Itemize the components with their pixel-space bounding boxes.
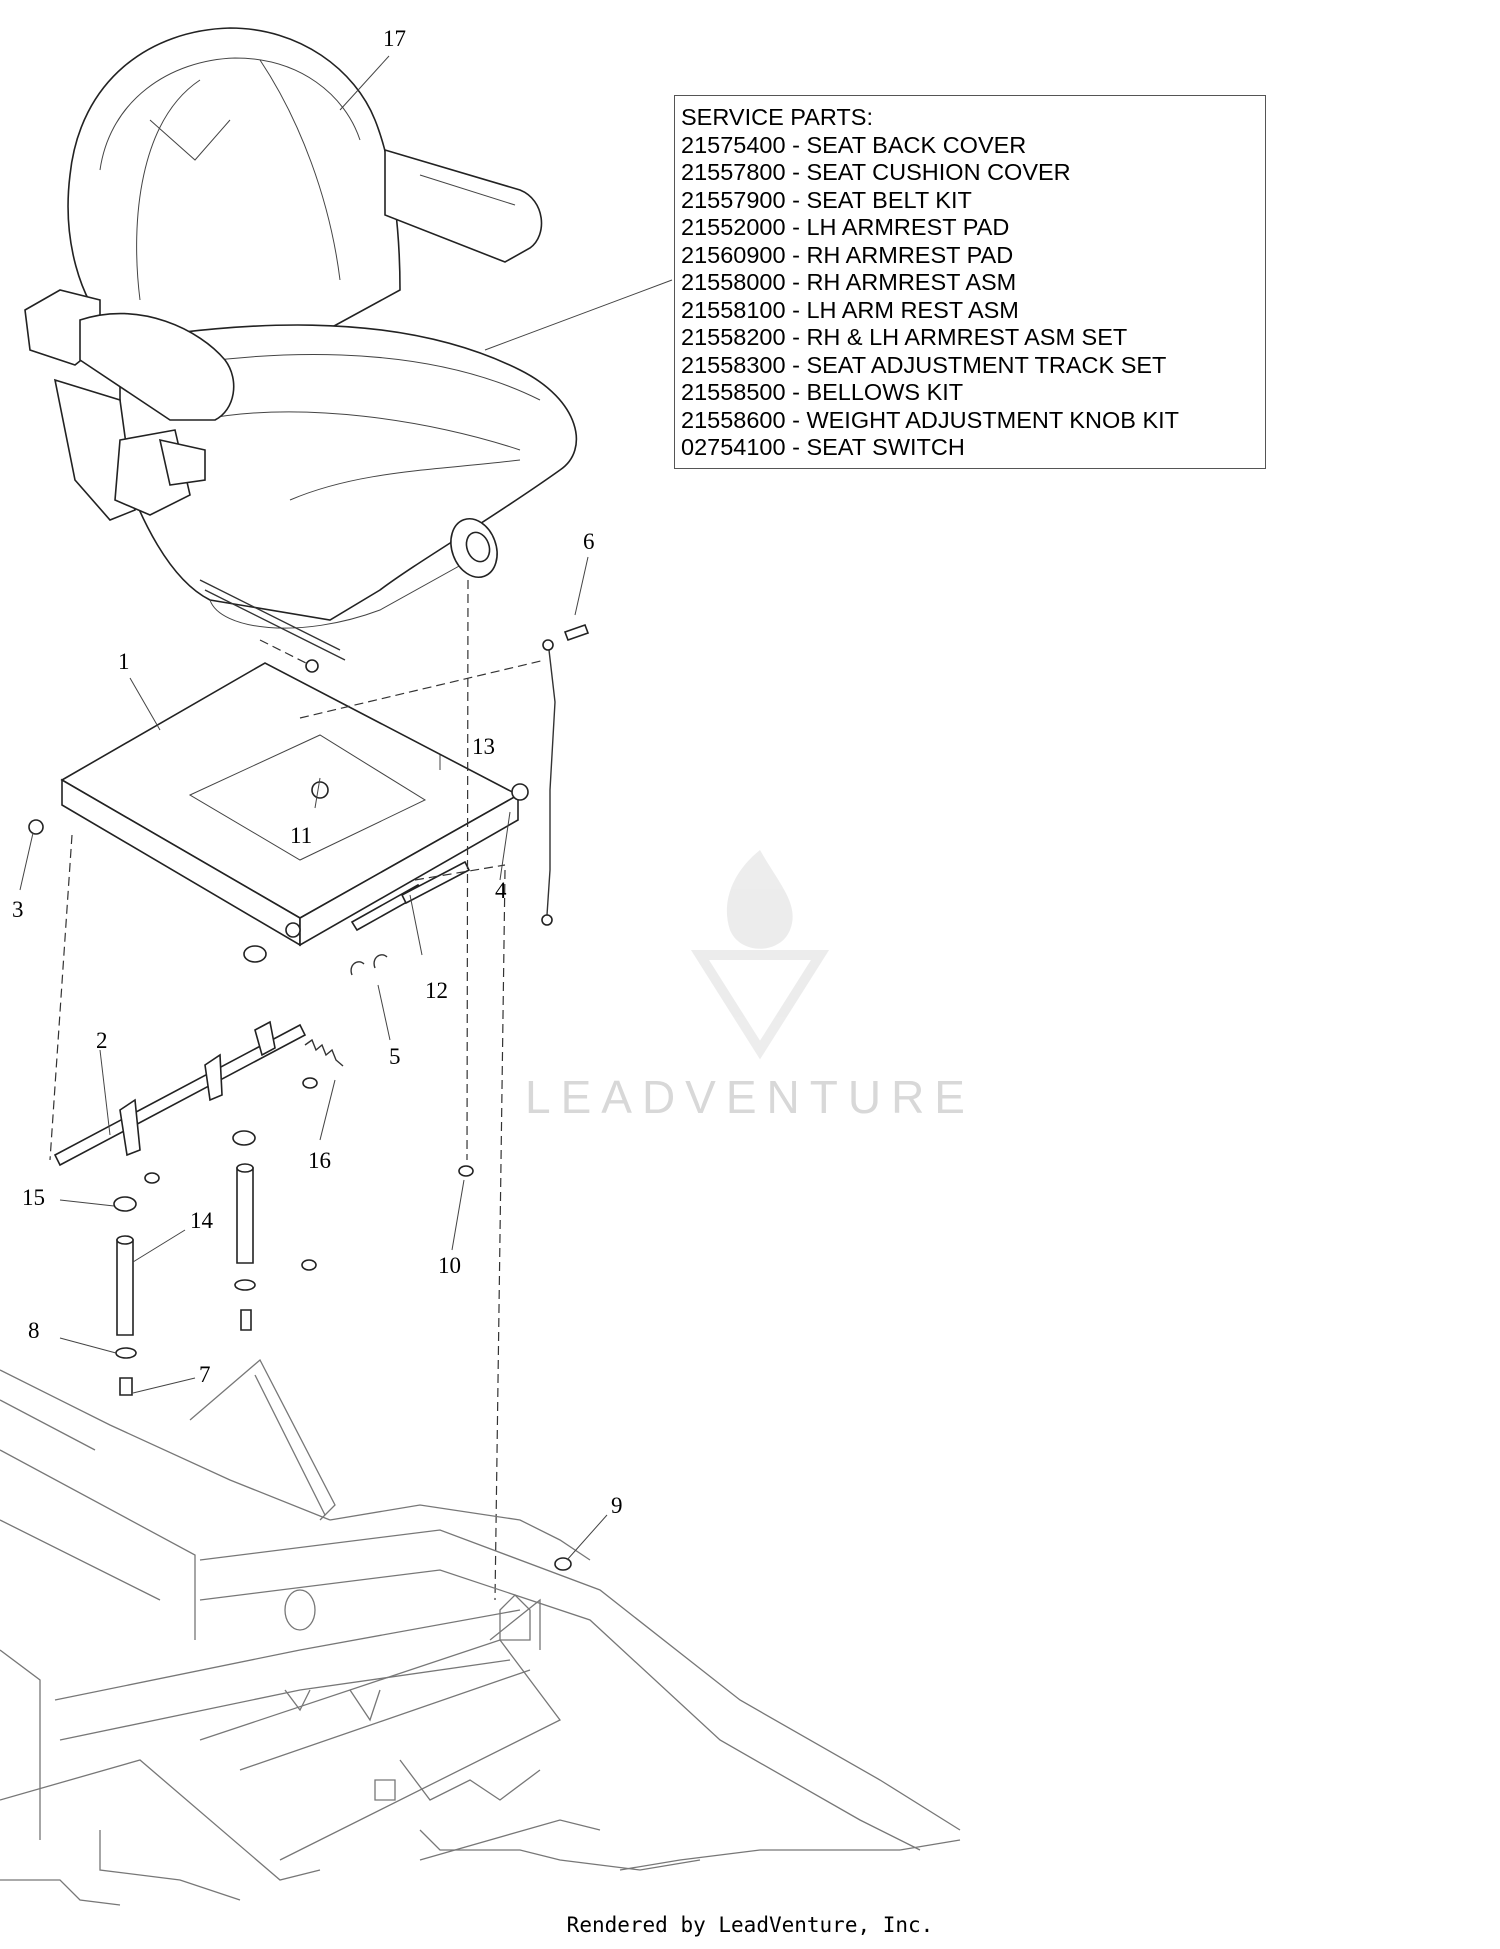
service-parts-heading: SERVICE PARTS: [681, 104, 873, 130]
service-part-item: 21575400 - SEAT BACK COVER [681, 131, 1027, 158]
watermark-text: LEADVENTURE [525, 1071, 975, 1123]
callout-17: 17 [383, 26, 406, 51]
service-parts-box: SERVICE PARTS: 21575400 - SEAT BACK COVE… [674, 95, 1266, 469]
service-part-item: 21552000 - LH ARMREST PAD [681, 214, 1010, 240]
callout-11: 11 [290, 823, 312, 848]
service-part-item: 21558300 - SEAT ADJUSTMENT TRACK SET [681, 351, 1167, 378]
hardware [53, 623, 590, 1571]
callout-2: 2 [96, 1028, 108, 1053]
seat-assembly [24, 27, 578, 661]
callout-9: 9 [611, 1493, 623, 1518]
service-part-item: 21560900 - RH ARMREST PAD [681, 241, 1014, 268]
callout-16: 16 [308, 1148, 331, 1173]
service-part-item: 21558000 - RH ARMREST ASM [681, 269, 1017, 295]
service-part-item: 02754100 - SEAT SWITCH [681, 434, 965, 460]
callout-12: 12 [425, 978, 448, 1003]
service-part-item: 21558600 - WEIGHT ADJUSTMENT KNOB KIT [681, 406, 1179, 433]
assembly-lines [49, 579, 546, 1601]
service-part-item: 21558100 - LH ARM REST ASM [681, 296, 1019, 323]
callout-15: 15 [22, 1185, 45, 1210]
callout-14: 14 [190, 1208, 214, 1233]
service-part-item: 21557800 - SEAT CUSHION COVER [681, 159, 1071, 185]
seat-pan [28, 659, 529, 963]
callout-10: 10 [438, 1253, 461, 1278]
callout-1: 1 [118, 649, 130, 674]
callout-4: 4 [495, 878, 507, 903]
callout-6: 6 [583, 529, 595, 554]
callout-8: 8 [28, 1318, 40, 1343]
service-part-item: 21557900 - SEAT BELT KIT [681, 186, 972, 213]
callout-3: 3 [12, 897, 24, 922]
callout-5: 5 [389, 1044, 401, 1069]
callout-13: 13 [472, 734, 495, 759]
leader-lines [19, 55, 673, 1561]
tractor-frame [0, 1358, 961, 1906]
service-part-item: 21558500 - BELLOWS KIT [681, 379, 964, 405]
footer-credit: Rendered by LeadVenture, Inc. [566, 1913, 934, 1937]
callout-7: 7 [199, 1362, 211, 1387]
service-part-item: 21558200 - RH & LH ARMREST ASM SET [681, 324, 1128, 350]
callout-labels: 17 6 1 13 11 3 4 12 5 2 16 15 14 10 8 7 … [12, 26, 623, 1518]
leadventure-logo-icon [690, 850, 830, 1060]
